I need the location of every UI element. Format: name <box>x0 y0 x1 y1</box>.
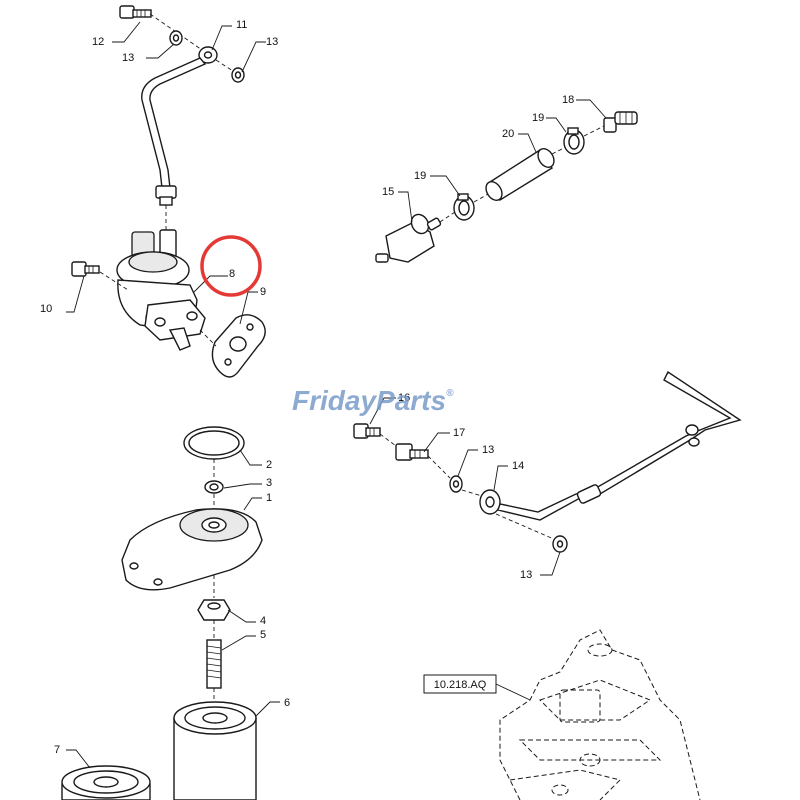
callout-13-top-right: 13 <box>266 36 278 48</box>
injection-pump-reference <box>495 629 701 800</box>
inline-fuel-filter-15 <box>375 213 442 263</box>
fuel-filter-6 <box>173 701 257 800</box>
callout-5: 5 <box>260 629 266 641</box>
banjo-bolt-12 <box>119 5 152 19</box>
o-ring-2 <box>183 426 245 460</box>
callout-20: 20 <box>502 128 514 140</box>
return-pipe-assembly <box>353 370 742 553</box>
hose-connector-18 <box>603 111 638 133</box>
callout-8: 8 <box>229 268 235 280</box>
callout-leaders <box>66 21 607 769</box>
fuel-lift-pump-assembly <box>71 5 266 378</box>
reference-label: 10.218.AQ <box>434 679 487 691</box>
callout-6: 6 <box>284 697 290 709</box>
nut-4 <box>197 599 231 621</box>
callout-2: 2 <box>266 459 272 471</box>
callout-13-bottom: 13 <box>520 569 532 581</box>
callout-4: 4 <box>260 615 266 627</box>
fuel-hose-20 <box>485 148 555 201</box>
banjo-fitting-11 <box>198 46 218 64</box>
sealing-ring-3 <box>204 480 224 494</box>
watermark-logo-text: FridayParts® <box>292 385 454 416</box>
banjo-bolt-17 <box>395 443 429 461</box>
fuel-filter-assembly <box>61 426 263 800</box>
fuel-pipe-14 <box>479 370 742 521</box>
inline-filter-assembly <box>375 111 638 263</box>
callout-14: 14 <box>512 460 524 472</box>
callout-12: 12 <box>92 36 104 48</box>
watermark: FridayParts® <box>292 385 454 416</box>
filter-head-1 <box>121 508 263 591</box>
hose-clamp-19b <box>563 127 585 155</box>
reference-box <box>423 674 497 694</box>
callout-3: 3 <box>266 477 272 489</box>
callout-13-top-left: 13 <box>122 52 134 64</box>
bolt-16 <box>353 423 381 439</box>
callout-15: 15 <box>382 186 394 198</box>
stud-5 <box>206 639 222 689</box>
hose-clamp-19a <box>453 193 475 221</box>
callout-9: 9 <box>260 286 266 298</box>
callout-11: 11 <box>236 19 247 31</box>
callout-1: 1 <box>266 492 272 504</box>
callout-labels: 12 13 11 13 10 8 9 2 3 1 4 5 6 7 18 19 2… <box>40 19 574 756</box>
highlight-circle <box>200 235 262 297</box>
callout-19-right: 19 <box>532 112 544 124</box>
callout-10: 10 <box>40 303 52 315</box>
callout-7: 7 <box>54 744 60 756</box>
callout-13-mid: 13 <box>482 444 494 456</box>
fuel-filter-7 <box>61 765 151 800</box>
fuel-pipe <box>141 57 207 189</box>
fuel-lift-pump <box>116 229 206 351</box>
callout-17: 17 <box>453 427 465 439</box>
callout-16: 16 <box>398 392 410 404</box>
pump-bolt-10 <box>71 261 100 277</box>
callout-19-left: 19 <box>414 170 426 182</box>
callout-18: 18 <box>562 94 574 106</box>
gasket-9 <box>211 314 266 378</box>
